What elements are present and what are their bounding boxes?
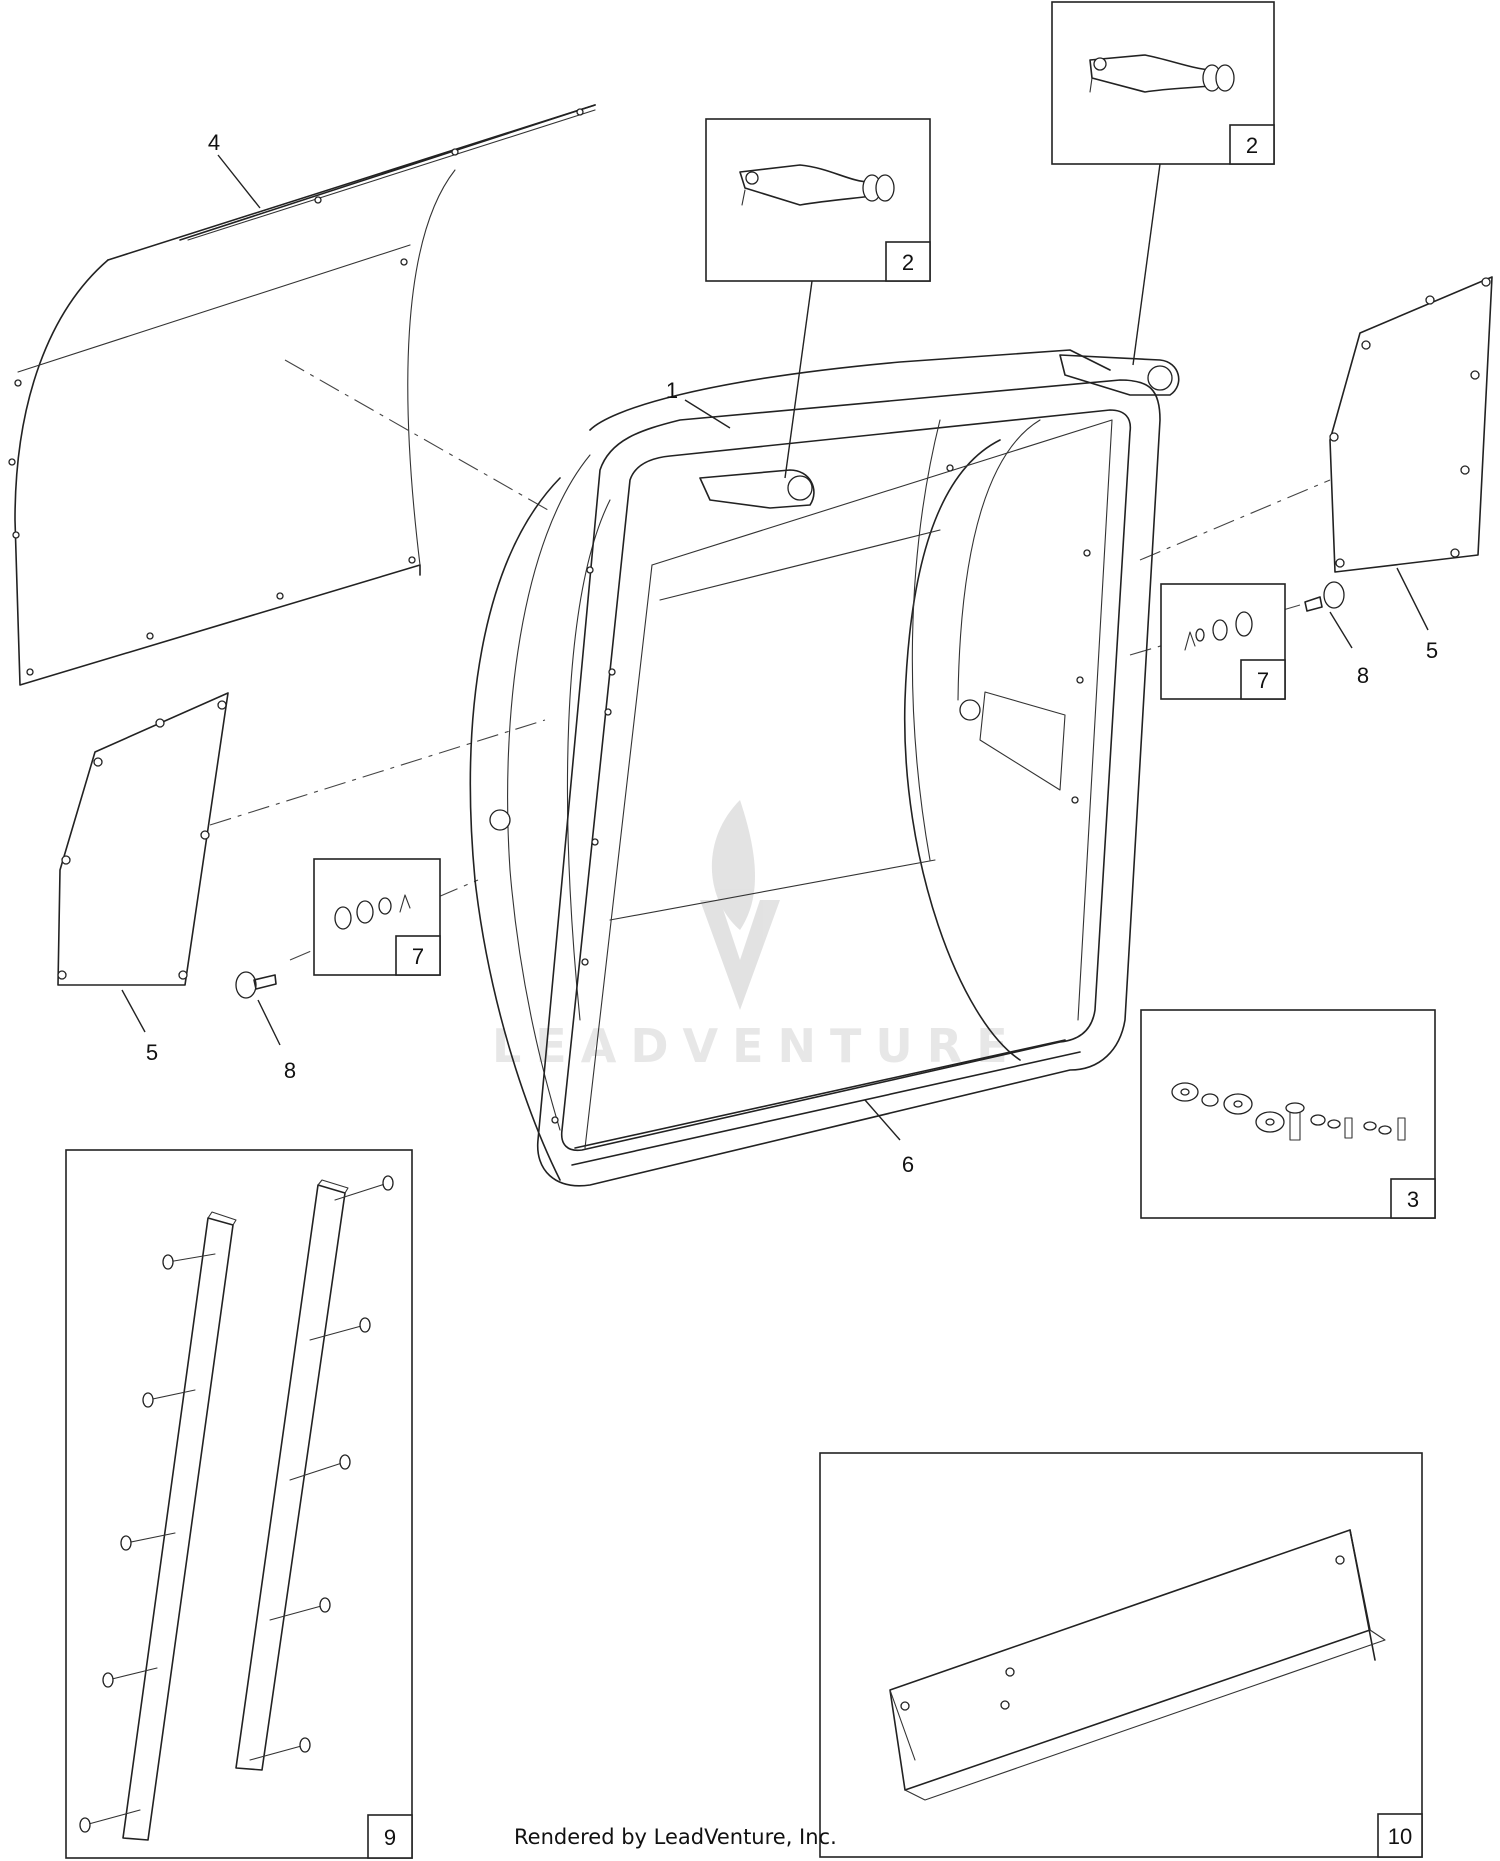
callout-8b: 8 [284,1058,296,1083]
bolt-8a [1304,581,1345,612]
callout-2a: 2 [902,250,914,275]
part-5-right-panel [1329,276,1493,573]
inset-box-3 [1140,1009,1436,1219]
callout-9: 9 [384,1825,396,1850]
credit-text: Rendered by LeadVenture, Inc. [514,1825,837,1849]
label-box-10 [1377,1813,1423,1858]
part-4-top-panel [8,104,596,686]
inset-box-10 [819,1452,1423,1858]
watermark-logo [700,800,780,1010]
watermark-text: LEADVENTURE [492,1019,1022,1073]
leader-5b [121,989,146,1033]
label-box-7b [395,935,441,976]
callout-5b: 5 [146,1040,158,1065]
leader-1 [684,399,731,429]
label-box-2a [885,241,931,282]
label-box-9 [367,1814,413,1859]
leader-5a [1396,567,1429,631]
callout-7b: 7 [412,944,424,969]
callout-5a: 5 [1426,638,1438,663]
callout-10: 10 [1388,1824,1412,1849]
leader-6 [864,1099,901,1141]
part-5-left-panel [57,692,229,986]
hardware-kit-3 [1171,1082,1406,1141]
angle-bracket-10 [889,1529,1386,1801]
bolt-8b [235,971,277,999]
hardware-7a [1184,611,1253,651]
leader-2b [1132,163,1161,366]
label-box-2b [1229,124,1275,165]
callout-2b: 2 [1246,133,1258,158]
hardware-7b [334,894,411,930]
label-box-3 [1390,1178,1436,1219]
hinge-bracket-2a [739,164,895,206]
leader-8a [1329,611,1353,649]
leader-4 [217,154,261,209]
hinge-bracket-2b [1089,54,1235,93]
callout-7a: 7 [1257,668,1269,693]
callout-1: 1 [666,378,678,403]
leader-8b [257,999,281,1046]
callout-3: 3 [1407,1187,1419,1212]
leader-2a [784,280,813,479]
rails-9 [79,1175,394,1841]
inset-box-9 [65,1149,413,1859]
callout-4: 4 [208,130,220,155]
part-1-frame [469,349,1180,1187]
label-box-7a [1240,659,1286,700]
callout-6: 6 [902,1152,914,1177]
callout-8a: 8 [1357,663,1369,688]
